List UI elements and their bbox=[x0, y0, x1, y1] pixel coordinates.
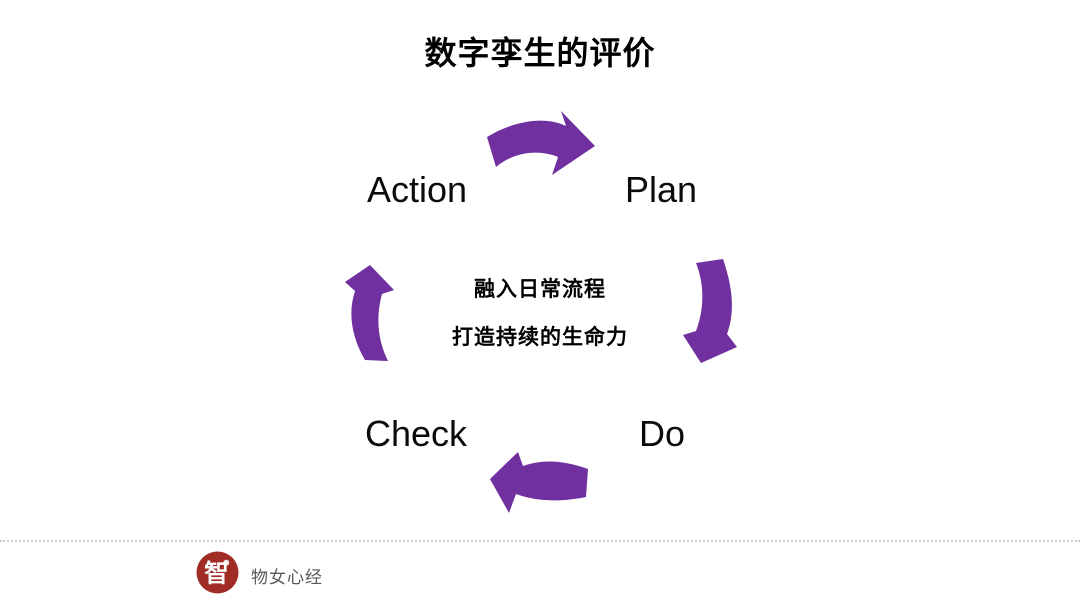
arrow-do-to-check-icon bbox=[490, 452, 588, 513]
cycle-node-plan: Plan bbox=[624, 169, 698, 210]
cycle-center-text-line2: 打造持续的生命力 bbox=[452, 326, 628, 349]
brand-name: 物女心经 bbox=[251, 567, 323, 587]
cycle-node-do: Do bbox=[638, 413, 686, 454]
cycle-center-text-line1: 融入日常流程 bbox=[474, 278, 606, 301]
arrow-plan-to-do-icon bbox=[683, 259, 737, 363]
arrow-check-to-action-icon bbox=[345, 265, 394, 361]
cycle-node-action: Action bbox=[366, 169, 468, 210]
cycle-node-check: Check bbox=[364, 413, 468, 454]
brand-logo: 智 bbox=[196, 551, 239, 594]
footer-divider bbox=[0, 540, 1080, 542]
arrow-action-to-plan-icon bbox=[487, 111, 595, 175]
brand-logo-seal-flower-icon bbox=[223, 559, 230, 566]
slide-title: 数字孪生的评价 bbox=[424, 35, 656, 71]
footer: 智 物女心经 bbox=[196, 551, 323, 594]
